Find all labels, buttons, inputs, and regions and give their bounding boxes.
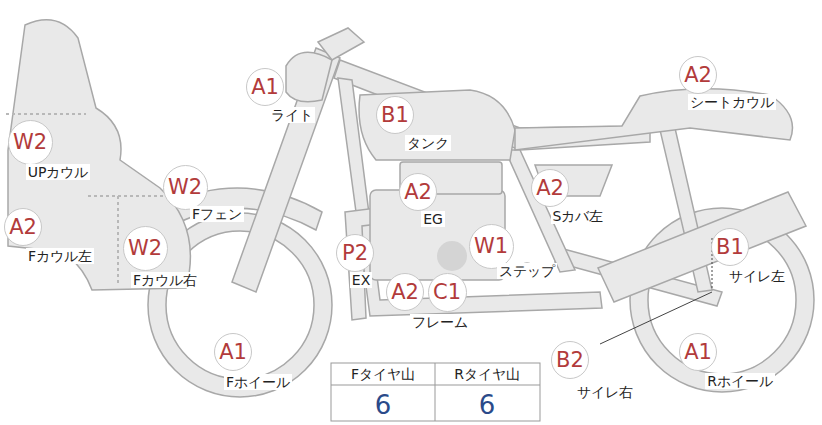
part-name: フレーム [410, 314, 470, 330]
part-name: EX [350, 272, 372, 288]
grade-circle-node: B1タンク [376, 96, 414, 134]
grade-circle-node: A1Fホイール [214, 333, 252, 371]
part-name: Rホイール [705, 373, 775, 389]
grade-circle-node: W2Fフェン [163, 165, 208, 210]
fork [232, 48, 340, 292]
grade-code: A1 [214, 333, 252, 371]
table-rule [435, 363, 436, 421]
part-name: シートカウル [688, 94, 776, 110]
muffler [598, 192, 806, 302]
grade-code: B2 [551, 341, 589, 379]
grade-circle-node: B2サイレ右 [551, 341, 589, 379]
grade-code: A2 [679, 56, 717, 94]
split-line [6, 113, 86, 115]
step-peg [437, 241, 467, 271]
grade-code: B1 [711, 228, 749, 266]
grade-code: A1 [679, 333, 717, 371]
grade-code: W1 [469, 224, 514, 269]
grade-circle-node: P2EX [336, 234, 374, 272]
frame-down [338, 78, 602, 316]
grade-circle-node: A2フレーム [386, 273, 424, 311]
tread-value: 6 [375, 392, 392, 418]
rear-wheel [630, 208, 814, 392]
part-name: Fカウル左 [26, 248, 94, 264]
grade-code: A2 [531, 169, 569, 207]
part-name: UPカウル [26, 164, 91, 180]
grade-circle-node: W2Fカウル右 [123, 226, 168, 271]
part-name: Fカウル右 [131, 272, 199, 288]
bike-parts [8, 20, 814, 397]
grade-code: W2 [163, 165, 208, 210]
part-name: Fフェン [190, 206, 244, 222]
part-name: ステップ [497, 263, 557, 279]
grade-circle-node: A2Fカウル左 [4, 208, 42, 246]
grade-circle-node: W2UPカウル [8, 120, 53, 165]
grade-circle-node: A1ライト [246, 68, 284, 106]
grade-circle-node: B1サイレ左 [711, 228, 749, 266]
grade-circle-node: A2シートカウル [679, 56, 717, 94]
grade-circle-node: A2Sカバ左 [531, 169, 569, 207]
grade-circle-node: A2EG [399, 173, 437, 211]
grade-code: C1 [428, 273, 467, 312]
table-header: Rタイヤ山 [454, 367, 520, 381]
grade-circle-node: W1ステップ [469, 224, 514, 269]
split-line [117, 196, 119, 286]
part-name: EG [421, 211, 445, 227]
grade-code: A2 [399, 173, 437, 211]
grade-code: W2 [8, 120, 53, 165]
handlebar [318, 28, 364, 60]
tire-table [331, 363, 540, 421]
part-name: タンク [405, 135, 451, 151]
part-name: ライト [269, 107, 315, 123]
grade-code: A2 [386, 273, 424, 311]
tank [359, 90, 515, 160]
part-name: サイレ左 [727, 268, 787, 284]
grade-code: A2 [4, 208, 42, 246]
grade-code: W2 [123, 226, 168, 271]
seat [515, 89, 793, 150]
grade-circle-node: C1 [428, 273, 467, 312]
grade-code: B1 [376, 96, 414, 134]
table-frame [331, 363, 540, 421]
fairing [8, 20, 190, 290]
headlight [286, 52, 332, 102]
part-name: Fホイール [224, 374, 292, 390]
part-name: Sカバ左 [551, 208, 606, 224]
grade-code: P2 [336, 234, 374, 272]
grade-code: A1 [246, 68, 284, 106]
tread-value: 6 [479, 392, 496, 418]
part-name: サイレ右 [575, 384, 635, 400]
split-line [88, 195, 166, 197]
grade-circle-node: A1Rホイール [679, 333, 717, 371]
table-header: Fタイヤ山 [351, 367, 415, 381]
